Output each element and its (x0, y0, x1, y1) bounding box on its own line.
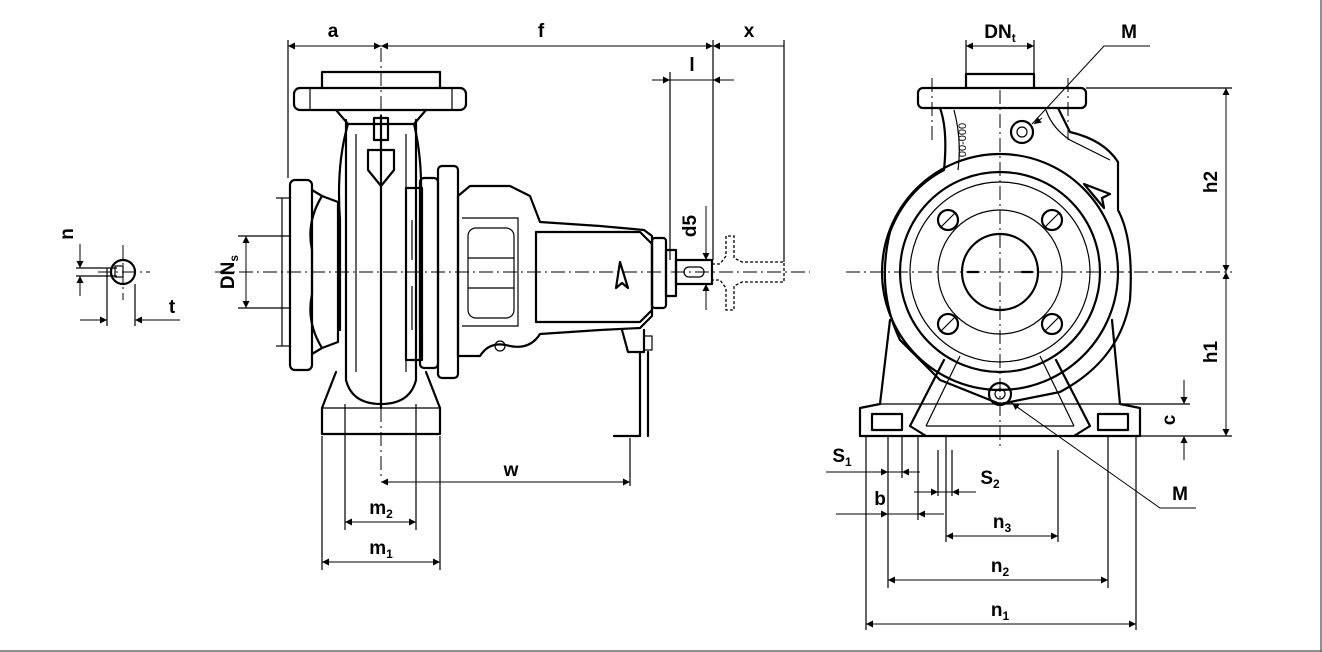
bolt-holes (936, 208, 1064, 336)
dim-label-a: a (328, 21, 339, 42)
dim-label-DNt: DNt (984, 22, 1015, 45)
dim-label-n2-main: n (991, 556, 1003, 577)
dim-label-n1: n1 (991, 600, 1010, 623)
pump-front-view: 00-000 (826, 22, 1232, 630)
dim-label-S2: S2 (980, 468, 1000, 491)
dim-label-f: f (538, 21, 545, 42)
dim-label-n1-main: n (991, 600, 1003, 621)
dim-label-n3: n3 (993, 512, 1012, 535)
dim-label-m1-sub: 1 (386, 547, 393, 561)
dim-label-m2-sub: 2 (386, 507, 393, 521)
dim-label-d5: d5 (680, 214, 701, 237)
dim-label-DNs-main: DN (218, 262, 239, 289)
dim-label-t: t (169, 297, 176, 318)
dim-label-DNs-sub: s (227, 255, 241, 262)
dim-label-m1: m1 (369, 538, 393, 561)
dim-label-n2: n2 (991, 556, 1010, 579)
dim-label-DNt-sub: t (1012, 31, 1016, 45)
dim-label-m1-main: m (369, 538, 386, 559)
dim-label-n: n (57, 228, 78, 240)
dim-label-S2-main: S (980, 468, 993, 489)
dim-label-h1: h1 (1201, 340, 1222, 363)
dim-label-x: x (744, 21, 755, 42)
dim-label-b: b (874, 489, 886, 510)
dim-label-c: c (1159, 414, 1180, 425)
dim-label-S1: S1 (832, 446, 852, 469)
dim-label-n3-main: n (993, 512, 1005, 533)
dim-label-n1-sub: 1 (1002, 609, 1009, 623)
label-M-top: M (1121, 22, 1137, 43)
shaft-key-detail: n t (57, 228, 180, 326)
dim-label-DNs: DNs (218, 255, 241, 289)
dim-label-l: l (689, 55, 694, 76)
dim-label-w: w (503, 460, 519, 481)
label-M-bottom: M (1172, 484, 1188, 505)
casing-marking: 00-000 (957, 123, 969, 157)
dim-label-S1-sub: 1 (845, 455, 852, 469)
dim-label-m2: m2 (369, 498, 393, 521)
dim-label-n2-sub: 2 (1002, 565, 1009, 579)
dim-label-m2-main: m (369, 498, 386, 519)
dim-label-n3-sub: 3 (1004, 521, 1011, 535)
dim-label-h2: h2 (1201, 171, 1222, 193)
pump-side-view: a f x l d5 w DNs m2 m1 (215, 21, 810, 570)
dim-label-DNt-main: DN (984, 22, 1011, 43)
dim-label-S2-sub: 2 (993, 477, 1000, 491)
dim-label-S1-main: S (832, 446, 845, 467)
